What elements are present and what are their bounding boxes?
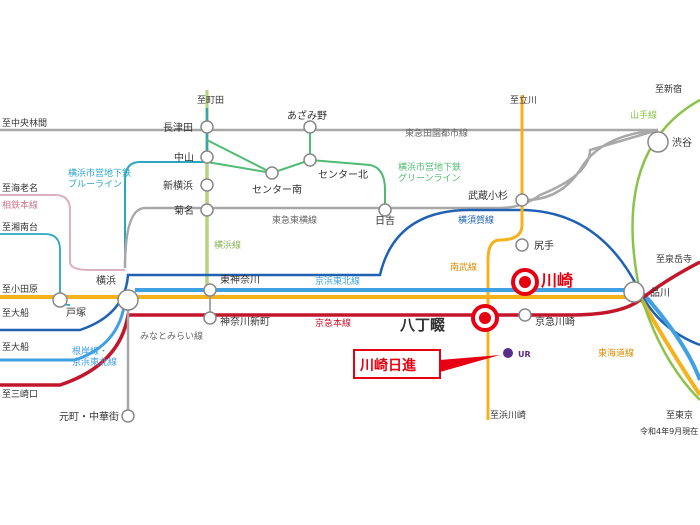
- date-note: 令和4年9月現在: [640, 426, 698, 436]
- line-label-green: 横浜市営地下鉄グリーンライン: [398, 161, 461, 184]
- marker-center-kita[interactable]: [303, 153, 317, 167]
- line-label-nambu: 南武線: [450, 261, 477, 273]
- line-label-blue-row: 横浜市営地下鉄: [68, 167, 131, 179]
- dir-chuorinkan: 至中央林間: [2, 117, 47, 129]
- line-tokaido: [0, 295, 700, 397]
- line-label-denentoshi: 東急田園都市線: [405, 127, 468, 139]
- dir-misakiguchi: 至三崎口: [2, 388, 38, 400]
- dir-ofuna1: 至大船: [2, 307, 29, 319]
- line-label-green-row: 横浜市営地下鉄: [398, 161, 461, 173]
- marker-shinagawa[interactable]: [623, 281, 645, 303]
- station-hatchonawate: 八丁畷: [399, 316, 445, 334]
- line-nambu: [486, 108, 524, 420]
- dir-odawara: 至小田原: [2, 284, 38, 295]
- ur-logo-mark: [503, 348, 513, 358]
- marker-shibuya[interactable]: [647, 131, 669, 153]
- station-nagatsuta: 長津田: [163, 122, 193, 134]
- dir-ofuna2: 至大船: [2, 341, 29, 353]
- line-label-toyoko: 東急東横線: [272, 214, 317, 226]
- destination-arrow: [440, 355, 500, 372]
- station-shiriute: 尻手: [534, 239, 554, 252]
- line-label-minatomirai: みなとみらい線: [140, 330, 203, 342]
- marker-kikuna[interactable]: [200, 203, 214, 217]
- marker-motomachi[interactable]: [121, 409, 135, 423]
- station-shinagawa: 品川: [650, 287, 670, 299]
- line-label-negishi-row: 京浜東北線: [72, 356, 117, 368]
- marker-higashikanagawa[interactable]: [203, 283, 217, 297]
- line-label-sotetsu: 相鉄本線: [2, 199, 38, 211]
- station-azamino: あざみ野: [287, 109, 327, 122]
- dir-tachikawa: 至立川: [510, 94, 537, 106]
- marker-totsuka[interactable]: [52, 292, 68, 308]
- station-kawasaki: 川崎: [540, 271, 573, 290]
- marker-shiriute[interactable]: [515, 238, 529, 252]
- line-sotetsu: [0, 194, 125, 271]
- line-label-keikyu: 京急本線: [315, 317, 351, 329]
- station-keikyu-kawasaki: 京急川崎: [535, 315, 575, 328]
- marker-keikyu-kawasaki[interactable]: [518, 308, 532, 322]
- line-green: [206, 130, 386, 210]
- marker-azamino[interactable]: [303, 120, 317, 134]
- line-label-negishi-row: 根岸線・: [72, 345, 108, 357]
- dir-tokyo: 至東京: [666, 409, 693, 421]
- station-hiyoshi: 日吉: [375, 215, 395, 227]
- marker-hiyoshi[interactable]: [378, 203, 392, 217]
- station-shibuya: 渋谷: [672, 136, 692, 149]
- line-label-green-row: グリーンライン: [398, 172, 461, 184]
- dir-ebina: 至海老名: [2, 182, 38, 194]
- line-label-blue: 横浜市営地下鉄ブルーライン: [68, 167, 131, 190]
- line-yokosuka: [0, 208, 700, 347]
- line-negishi: [0, 299, 127, 362]
- highlight-stations: [471, 268, 539, 332]
- ur-logo-text: UR: [518, 350, 531, 359]
- station-center-minami: センター南: [252, 183, 302, 196]
- station-center-kita: センター北: [318, 169, 368, 181]
- dir-machida: 至町田: [197, 95, 224, 106]
- line-label-blue-row: ブルーライン: [68, 178, 122, 190]
- marker-yokohama[interactable]: [117, 289, 139, 311]
- line-label-keihin-tohoku: 京浜東北線: [315, 275, 360, 287]
- line-keikyu: [0, 260, 700, 387]
- line-green-b: [206, 139, 273, 174]
- station-totsuka: 戸塚: [66, 307, 86, 319]
- station-nakayama: 中山: [174, 151, 194, 164]
- station-markers: [52, 120, 669, 423]
- dir-shinjuku: 至新宿: [655, 83, 682, 95]
- station-yokohama: 横浜: [96, 274, 116, 287]
- marker-nagatsuta[interactable]: [200, 120, 214, 134]
- marker-center-minami[interactable]: [265, 166, 279, 180]
- station-motomachi: 元町・中華街: [59, 410, 119, 423]
- marker-nakayama[interactable]: [200, 150, 214, 164]
- marker-musashikosugi[interactable]: [515, 193, 529, 207]
- line-label-negishi: 根岸線・京浜東北線: [72, 345, 117, 368]
- dir-hamakawasaki: 至浜川崎: [490, 409, 526, 421]
- line-label-yokohama: 横浜線: [214, 239, 241, 251]
- line-label-tokaido: 東海道線: [598, 347, 634, 359]
- station-kikuna: 菊名: [174, 204, 194, 217]
- station-kanagawashinmachi: 神奈川新町: [220, 315, 270, 328]
- dir-izumidake: 至泉岳寺: [656, 253, 692, 265]
- dir-shonandai: 至湘南台: [2, 221, 38, 233]
- line-label-yamanote: 山手線: [630, 109, 657, 121]
- line-label-yokosuka: 横須賀線: [458, 214, 494, 226]
- station-musashikosugi: 武蔵小杉: [468, 189, 508, 202]
- marker-shinyokohama[interactable]: [200, 178, 214, 192]
- destination-box: [353, 349, 441, 379]
- destination-label: 川崎日進: [359, 357, 416, 374]
- station-higashikanagawa: 東神奈川: [220, 273, 260, 286]
- marker-kanagawashinmachi[interactable]: [203, 311, 217, 325]
- station-shinyokohama: 新横浜: [163, 179, 193, 192]
